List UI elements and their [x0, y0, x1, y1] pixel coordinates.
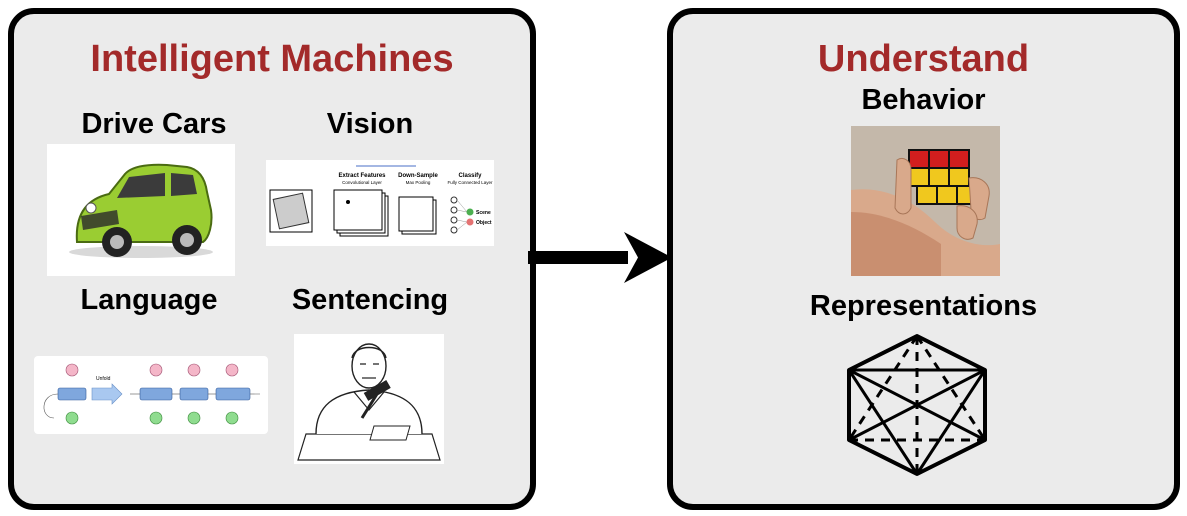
judge-hair: [351, 346, 387, 359]
hand-thumb: [894, 157, 912, 215]
representations-label: Representations: [809, 290, 1038, 322]
rnn-unfold-label: Unfold: [96, 376, 111, 382]
rnn-diagram-image: Unfold: [34, 356, 268, 434]
car-windshield: [117, 173, 165, 198]
gavel-handle: [360, 393, 379, 419]
cnn-stage-2-title: Down-Sample: [398, 173, 438, 179]
object-output-node: [466, 218, 474, 226]
cnn-stage-1-title: Extract Features: [338, 173, 386, 179]
car-headlight: [85, 202, 97, 214]
rnn-cell: [57, 387, 87, 401]
rubiks-cube-image: [851, 126, 1000, 276]
rnn-unrolled-step-3: [215, 363, 251, 425]
pooling-layer-stack: [398, 196, 434, 232]
scene-output-node: [466, 208, 474, 216]
cnn-stage-3-subtitle: Fully Connected Layer: [447, 180, 493, 185]
right-panel-title: Understand: [817, 38, 1030, 80]
conv-layer-stack: [333, 189, 383, 231]
rnn-unrolled-step-2: [179, 363, 209, 425]
left-panel-title: Intelligent Machines: [90, 38, 454, 80]
cnn-output-object: Object: [476, 220, 492, 226]
cnn-stage-2-subtitle: Max Pooling: [406, 180, 431, 185]
judge-head: [351, 343, 387, 389]
icosahedron-icon: [847, 334, 987, 476]
unfold-arrow: [91, 383, 123, 405]
cnn-diagram-image: Extract Features Convolutional Layer Dow…: [266, 160, 494, 246]
cnn-output-scene: Scene: [476, 210, 491, 216]
gavel-head: [363, 380, 391, 401]
papers: [369, 425, 411, 441]
rnn-output-node: [65, 363, 79, 377]
drive-cars-label: Drive Cars: [81, 108, 227, 140]
cnn-stage-3-title: Classify: [458, 173, 482, 179]
car-side-window: [171, 173, 197, 196]
judge-bench: [297, 433, 441, 461]
vision-label: Vision: [326, 108, 414, 140]
behavior-label: Behavior: [861, 84, 986, 116]
judge-image: [294, 334, 444, 464]
rnn-input-node: [65, 411, 79, 425]
language-label: Language: [80, 284, 218, 316]
car-image: [47, 144, 235, 276]
sentencing-label: Sentencing: [291, 284, 449, 316]
car-grille: [81, 210, 119, 230]
right-arrow-icon: [528, 232, 672, 283]
rnn-unrolled-step-1: [139, 363, 173, 425]
calculator-icon: [272, 192, 310, 230]
rubiks-cube: [908, 149, 978, 205]
cnn-stage-1-subtitle: Convolutional Layer: [342, 180, 382, 185]
